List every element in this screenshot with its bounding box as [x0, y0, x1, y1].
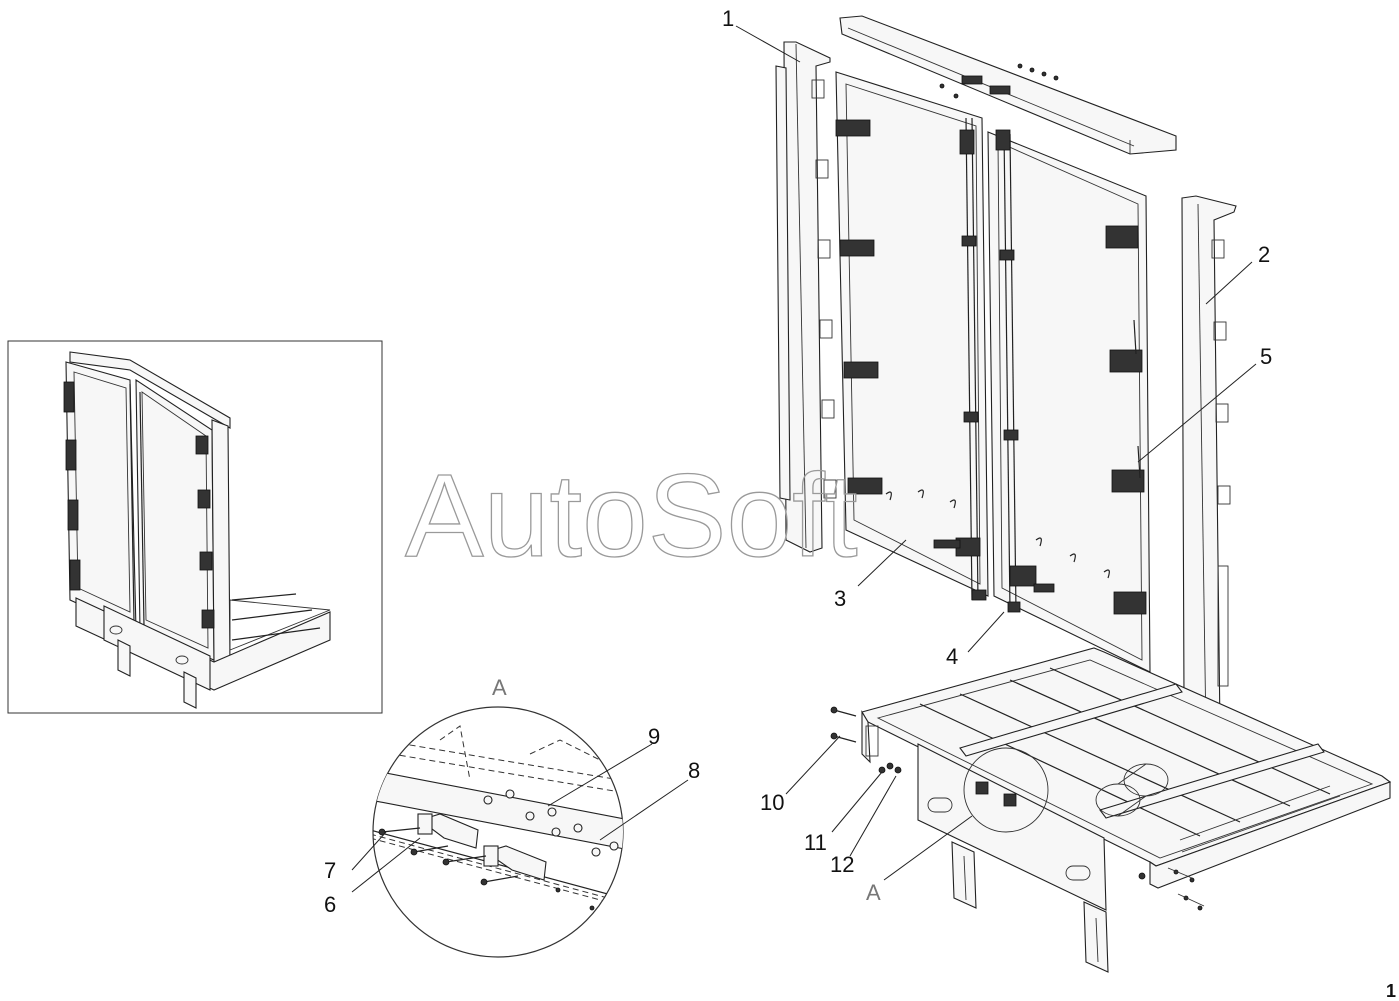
callout-8: 8	[688, 758, 700, 783]
callout-7: 7	[324, 858, 336, 883]
callout-10: 10	[760, 790, 784, 815]
front-bolts	[830, 706, 902, 774]
callout-11: 11	[804, 830, 827, 855]
callout-2: 2	[1258, 242, 1270, 267]
top-crossbeam	[839, 15, 1177, 155]
right-post	[1181, 195, 1237, 737]
detail-callout-label: A	[866, 880, 881, 905]
callout-6: 6	[324, 892, 336, 917]
detail-view-a	[372, 706, 624, 958]
left-door	[835, 71, 989, 601]
callout-9: 9	[648, 724, 660, 749]
callout-1: 1	[722, 6, 734, 31]
base-frame	[861, 647, 1392, 973]
callout-12: 12	[830, 852, 854, 877]
left-post	[775, 41, 837, 553]
detail-view-label: A	[492, 675, 507, 700]
watermark: AutoSoft	[405, 450, 858, 582]
detail-a-marker	[963, 747, 1049, 833]
callout-4: 4	[946, 644, 958, 669]
right-door	[987, 129, 1151, 673]
assembled-view-inset	[7, 340, 383, 714]
exploded-view	[775, 15, 1392, 973]
callout-5: 5	[1260, 344, 1272, 369]
leader-lines	[351, 25, 1257, 893]
callout-labels: 1 2 3 4 5 6 7 8 9 10 11 12 A A 1	[324, 6, 1396, 1001]
page-number: 1	[1386, 981, 1396, 1001]
callout-3: 3	[834, 586, 846, 611]
